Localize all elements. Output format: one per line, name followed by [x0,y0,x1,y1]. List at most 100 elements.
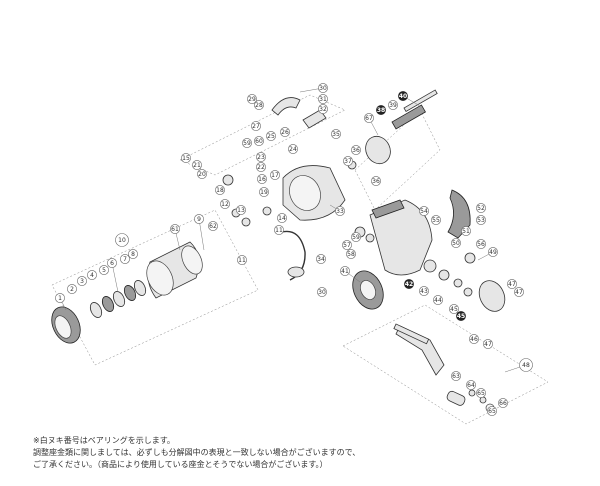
callout-circle [257,174,267,184]
bail-arm-lever [302,109,327,129]
callout-circle [456,311,466,321]
callout-circle [107,258,117,268]
part-callout-18: 18 [215,185,225,195]
callout-number: 2 [70,286,74,293]
callout-number: 36 [352,147,360,154]
callout-number: 41 [341,268,349,275]
reel-foot [371,199,405,219]
part-callout-12: 12 [220,199,230,209]
part-callout-1: 1 [55,293,65,303]
callout-circle [419,206,429,216]
part-callout-37: 37 [343,156,353,166]
callout-circle [351,145,361,155]
callout-number: 48 [522,362,530,369]
part-callout-47: 47 [514,287,524,297]
part-callout-7: 7 [120,254,130,264]
callout-number: 1 [58,295,62,302]
callout-circle [431,215,441,225]
callout-circle [277,213,287,223]
handle-group-outline [342,304,549,425]
part-callout-65: 65 [487,406,497,416]
callout-circle [192,160,202,170]
side-cover [478,280,506,312]
callout-number: 17 [271,172,279,179]
callout-number: 13 [237,207,245,214]
callout-circle [317,287,327,297]
part-callout-4: 4 [87,270,97,280]
callout-number: 51 [462,228,470,235]
part-callout-60: 60 [254,136,264,146]
part-callout-53: 53 [476,215,486,225]
callout-number: 36 [372,178,380,185]
callout-number: 33 [336,208,344,215]
callout-circle [461,226,471,236]
callout-circle [335,206,345,216]
callout-number: 11 [275,227,283,234]
part-callout-51: 51 [461,226,471,236]
callout-number: 55 [432,217,440,224]
callout-circle [254,100,264,110]
callout-number: 11 [238,257,246,264]
gear-washer [438,269,450,281]
callout-circle [99,265,109,275]
callout-number: 65 [488,408,496,415]
callout-number: 34 [317,256,325,263]
callout-circle [270,170,280,180]
part-callout-46: 46 [469,334,479,344]
reel-body-cover [447,189,471,239]
callout-circle [318,94,328,104]
callout-circle [181,153,191,163]
callout-number: 25 [267,133,275,140]
callout-circle [476,203,486,213]
part-callout-19: 19 [259,187,269,197]
part-callout-21: 21 [192,160,202,170]
part-callout-10: 10 [115,233,129,247]
reel-body [369,199,433,276]
callout-circle [318,83,328,93]
body-frame [352,189,506,312]
part-callout-35: 35 [331,129,341,139]
callout-circle [342,240,352,250]
callout-circle [251,121,261,131]
callout-circle [351,232,361,242]
callout-circle [343,156,353,166]
callout-number: 21 [193,162,201,169]
callout-circle [487,406,497,416]
callout-number: 10 [118,237,126,244]
callout-circle [318,104,328,114]
drag-washer [123,285,137,301]
callout-circle [488,247,498,257]
callout-number: 14 [278,215,286,222]
callout-circle [346,249,356,259]
callout-number: 35 [332,131,340,138]
callout-number: 37 [344,158,352,165]
part-callout-63: 63 [451,371,461,381]
part-callout-59: 59 [242,138,252,148]
callout-number: 44 [434,297,442,304]
callout-number: 64 [467,382,475,389]
callout-number: 47 [484,341,492,348]
callout-number: 7 [123,256,127,263]
part-callout-31: 31 [318,94,328,104]
pinion-bearing-housing [365,135,391,165]
callout-number: 63 [452,373,460,380]
callout-number: 30 [319,85,327,92]
part-callout-45: 45 [456,311,466,321]
part-callout-11: 11 [237,255,247,265]
callout-number: 50 [452,240,460,247]
part-callout-3: 3 [77,276,87,286]
part-callout-62: 62 [208,221,218,231]
part-callout-48: 48 [519,358,533,372]
part-callout-8: 8 [128,249,138,259]
callout-circle [340,266,350,276]
part-callout-49: 49 [488,247,498,257]
part-callout-66: 66 [498,398,508,408]
part-callout-36: 36 [351,145,361,155]
callout-number: 67 [365,115,373,122]
part-callout-11: 11 [274,225,284,235]
handle-assembly [393,323,495,413]
callout-circle [404,279,414,289]
part-callout-5: 5 [99,265,109,275]
part-callout-61: 61 [170,224,180,234]
